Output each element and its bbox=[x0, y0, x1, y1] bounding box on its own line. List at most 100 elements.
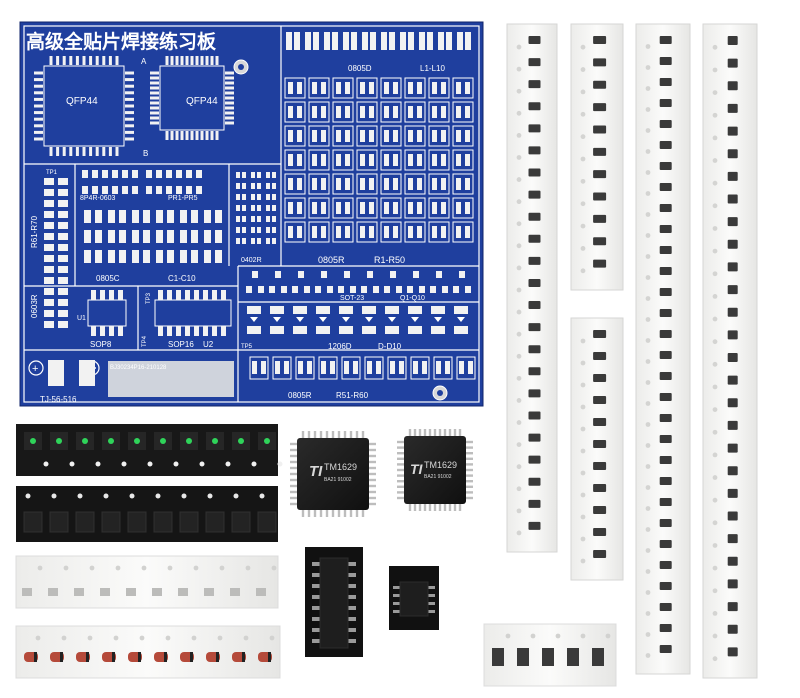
sprocket-hole bbox=[605, 633, 611, 639]
sop-pin bbox=[348, 584, 356, 588]
sprocket-hole bbox=[199, 461, 205, 467]
sop-pin bbox=[348, 595, 356, 599]
resistor-pad bbox=[297, 82, 302, 94]
silkscreen-lines bbox=[23, 25, 480, 403]
sot23-pad bbox=[281, 286, 287, 293]
r61-pad bbox=[58, 310, 68, 317]
qfp-pad bbox=[225, 116, 234, 120]
sprocket-hole bbox=[580, 558, 586, 564]
resistor-pad bbox=[321, 106, 326, 118]
qfp-pad bbox=[170, 131, 174, 140]
smd-component bbox=[659, 435, 672, 443]
smd-component bbox=[659, 78, 672, 86]
sprocket-hole bbox=[259, 493, 265, 499]
resistor-cell bbox=[284, 125, 306, 147]
smd-component bbox=[659, 288, 672, 296]
sot23-pad bbox=[344, 271, 350, 278]
capacitor-pad bbox=[84, 210, 91, 223]
qfp-pad bbox=[102, 56, 106, 65]
sprocket-hole bbox=[580, 338, 586, 344]
sop16-pad bbox=[185, 326, 190, 336]
r0402-pad bbox=[266, 172, 270, 178]
qfp-pin bbox=[355, 431, 359, 438]
resistor-cell bbox=[380, 197, 402, 219]
network-pad bbox=[102, 170, 108, 178]
smd-component bbox=[659, 162, 672, 170]
sprocket-hole bbox=[191, 635, 197, 641]
date-code: BJ30234P16-210128 bbox=[110, 365, 167, 371]
r61-pad bbox=[58, 178, 68, 185]
resistor-pad bbox=[408, 106, 413, 118]
qfp-pad bbox=[185, 56, 189, 65]
resistor-cell bbox=[404, 101, 426, 123]
sop8-chip-in-tape bbox=[389, 566, 439, 630]
network-pad bbox=[112, 186, 118, 194]
r0402-pad bbox=[266, 216, 270, 222]
inductor-pad bbox=[362, 32, 368, 50]
diode-symbol-icon bbox=[296, 317, 304, 322]
resistor-cell bbox=[404, 77, 426, 99]
qfp-pad bbox=[125, 111, 134, 115]
smd-component bbox=[528, 190, 541, 199]
q-range-label: Q1-Q10 bbox=[400, 295, 425, 302]
diode-pad bbox=[247, 326, 261, 334]
qfp-pad bbox=[165, 131, 169, 140]
resistor-pad bbox=[408, 130, 413, 142]
qfp-pad bbox=[62, 56, 66, 65]
sprocket-hole bbox=[712, 633, 718, 639]
resistor-cell bbox=[356, 149, 378, 171]
sprocket-hole bbox=[645, 401, 651, 406]
capacitor-pad bbox=[215, 250, 222, 263]
resistor-pad bbox=[441, 82, 446, 94]
sot23-pad bbox=[361, 286, 367, 293]
sot23-tape-strip bbox=[16, 486, 278, 542]
r61-pad bbox=[58, 222, 68, 229]
sprocket-hole bbox=[516, 309, 522, 315]
qfp-pin bbox=[319, 510, 323, 517]
qfp-pad bbox=[95, 147, 99, 156]
resistor-pad bbox=[321, 130, 326, 142]
qfp-pin bbox=[290, 466, 297, 470]
c-label-a: 0805C bbox=[96, 274, 120, 283]
smd-component bbox=[528, 256, 541, 265]
qfp-pin bbox=[423, 504, 427, 511]
sprocket-hole bbox=[580, 492, 586, 498]
sprocket-hole bbox=[555, 633, 561, 639]
resistor-pad bbox=[432, 130, 437, 142]
r0402-pad bbox=[266, 238, 270, 244]
qfp-pin bbox=[466, 480, 473, 483]
resistor-pad bbox=[369, 226, 374, 238]
smd-component bbox=[727, 443, 738, 453]
qfp-chip-left-pins bbox=[290, 431, 376, 517]
resistor-cell bbox=[356, 101, 378, 123]
qfp-pin bbox=[443, 504, 447, 511]
smd-component bbox=[659, 498, 672, 506]
smd-component bbox=[727, 171, 738, 181]
resistor-pad bbox=[417, 178, 422, 190]
network-pad bbox=[122, 186, 128, 194]
smd-component bbox=[659, 351, 672, 359]
r61-label: R61-R70 bbox=[30, 215, 39, 248]
capacitor-pad bbox=[143, 230, 150, 243]
sop16-pad bbox=[176, 290, 181, 300]
r61-pad bbox=[58, 255, 68, 262]
qfp-pad bbox=[225, 86, 234, 90]
resistor-cell bbox=[380, 77, 402, 99]
smd-component bbox=[727, 624, 738, 634]
resistor-pad bbox=[393, 130, 398, 142]
sot23-pad bbox=[350, 286, 356, 293]
qfp-pin bbox=[418, 504, 422, 511]
network-pad bbox=[196, 186, 202, 194]
sprocket-hole bbox=[580, 382, 586, 388]
resistor-component bbox=[48, 588, 58, 596]
diode-pad bbox=[362, 326, 376, 334]
qfp-pin bbox=[349, 431, 353, 438]
qfp-pin bbox=[433, 504, 437, 511]
capacitor-pad bbox=[95, 230, 102, 243]
smd-component bbox=[528, 36, 541, 44]
smd-component bbox=[659, 141, 672, 149]
qfp-pin bbox=[458, 429, 462, 436]
sprocket-hole bbox=[580, 448, 586, 454]
qfp-pad bbox=[205, 56, 209, 65]
qfp-pad bbox=[34, 137, 43, 141]
